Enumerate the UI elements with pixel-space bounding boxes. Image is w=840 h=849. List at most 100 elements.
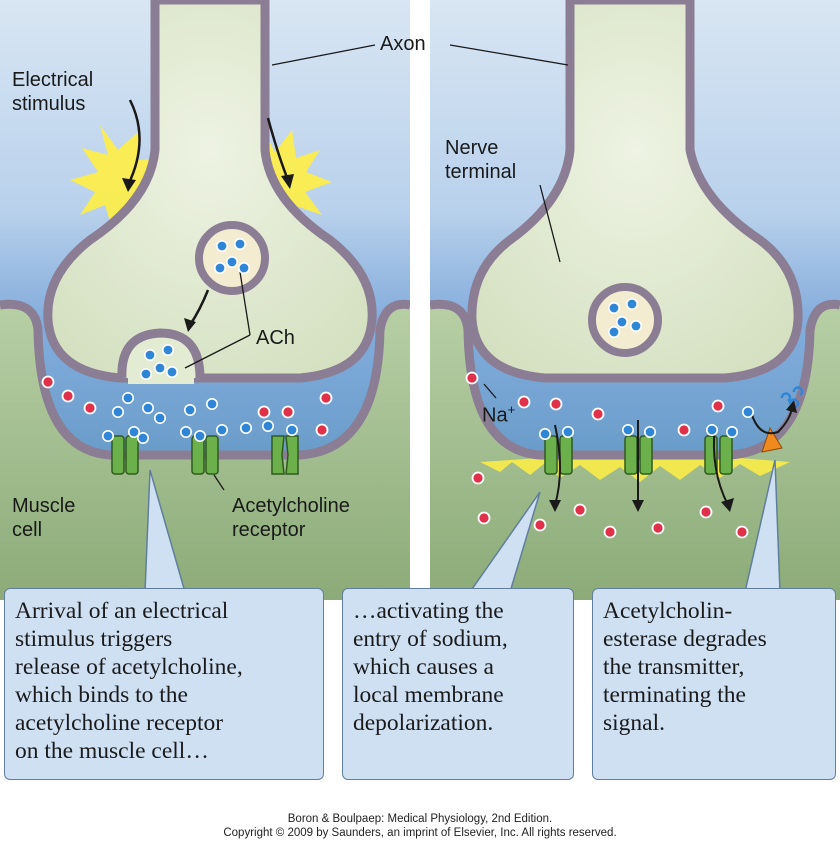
caption-1-text: Arrival of an electrical stimulus trigge… [15, 598, 243, 764]
sodium-ion [591, 407, 605, 421]
caption-2-text: …activating the entry of sodium, which c… [353, 598, 508, 736]
credit-line-1: Boron & Boulpaep: Medical Physiology, 2n… [287, 813, 553, 825]
ach-molecule [154, 411, 167, 424]
right-receptor-2 [624, 435, 653, 475]
sodium-ion [281, 405, 295, 419]
left-stimulus-burst [70, 125, 170, 228]
na-pointer [483, 383, 497, 399]
degradation-arrowhead [786, 400, 797, 413]
sodium-ion [465, 371, 479, 385]
ach-pointer-2 [184, 334, 251, 369]
ach-molecule [154, 361, 167, 374]
ach-fragment [780, 392, 792, 403]
ach-molecule [607, 325, 620, 338]
sodium-ion [61, 389, 75, 403]
ach-molecule [194, 429, 207, 442]
right-receptor-1 [544, 435, 573, 475]
terminal-pointer [539, 184, 561, 263]
caption-box-2: …activating the entry of sodium, which c… [342, 588, 574, 780]
sodium-arrowhead-2 [632, 500, 644, 512]
caption-box-1: Arrival of an electrical stimulus trigge… [4, 588, 324, 780]
sodium-ion [477, 511, 491, 525]
sodium-ion [533, 518, 547, 532]
left-panel [0, 0, 411, 600]
ach-molecule [206, 397, 219, 410]
acetylcholinesterase-enzyme [761, 426, 783, 453]
sodium-ion [735, 525, 749, 539]
sodium-ion [41, 375, 55, 389]
ach-molecule [144, 348, 157, 361]
ach-molecule [615, 315, 628, 328]
acetylcholine-receptor-label: Acetylcholine receptor [232, 495, 350, 541]
ach-molecule [122, 391, 135, 404]
sodium-ion [711, 399, 725, 413]
ach-molecule [184, 403, 197, 416]
ach-pointer-1 [239, 271, 251, 336]
sodium-ion [315, 423, 329, 437]
ach-molecule [741, 405, 754, 418]
ach-molecule [216, 423, 229, 436]
ach-molecule [240, 421, 253, 434]
ach-molecule [128, 425, 141, 438]
stimulus-arrowhead-left [122, 178, 136, 192]
left-muscle-cell [0, 304, 410, 600]
ach-fragment [788, 398, 800, 409]
vesicle-arrowhead [184, 318, 196, 332]
sodium-arrowhead-1 [549, 500, 561, 512]
ach-molecule [216, 240, 229, 253]
ach-molecule [112, 405, 125, 418]
ach-fragment [792, 386, 804, 397]
ach-molecule [538, 427, 551, 440]
sodium-ion [651, 521, 665, 535]
ach-molecule [629, 319, 642, 332]
stimulus-arrowhead-right [281, 174, 294, 189]
sodium-ion [603, 525, 617, 539]
sodium-ion [699, 505, 713, 519]
ach-molecule [180, 425, 193, 438]
sodium-ion [83, 401, 97, 415]
molecules [41, 238, 804, 539]
sodium-ion [573, 503, 587, 517]
sodium-symbol: Na [482, 404, 508, 427]
ach-molecule [140, 367, 153, 380]
axon-pointer-right [449, 44, 569, 66]
sodium-ion [549, 397, 563, 411]
ach-molecule [166, 365, 179, 378]
ach-molecule [102, 429, 115, 442]
right-nerve-terminal [467, 0, 803, 383]
ach-molecule [142, 401, 155, 414]
ach-molecule [625, 297, 638, 310]
panel-divider [410, 0, 430, 600]
ach-molecule [238, 261, 251, 274]
ach-molecule [621, 423, 634, 436]
sodium-ion [517, 395, 531, 409]
right-muscle-cell [430, 304, 840, 600]
ach-molecule [226, 255, 239, 268]
left-receptor-2 [191, 435, 219, 475]
ach-molecule [607, 301, 620, 314]
axon-label: Axon [380, 33, 426, 55]
degradation-arrow [751, 407, 793, 435]
left-nerve-terminal [43, 0, 377, 383]
stimulus-arrow-left [126, 99, 141, 186]
sodium-arrow-1 [554, 424, 561, 506]
ach-molecule [285, 423, 298, 436]
ach-molecule [234, 238, 247, 251]
ach-molecule [261, 419, 274, 432]
receptor-pointer [213, 474, 225, 491]
sodium-label: Na+ [482, 398, 515, 428]
sodium-ion [471, 471, 485, 485]
sodium-ion [257, 405, 271, 419]
sodium-charge: + [507, 402, 516, 417]
sodium-ion [319, 391, 333, 405]
axon-pointer-left [271, 44, 376, 66]
ach-molecule [643, 425, 656, 438]
ach-molecule [214, 261, 227, 274]
caption-box-3: Acetylcholin- esterase degrades the tran… [592, 588, 836, 780]
sodium-arrowhead-3 [721, 498, 734, 512]
ach-molecule [705, 423, 718, 436]
nerve-terminal-label: Nerve terminal [445, 137, 517, 183]
electrical-stimulus-label: Electrical stimulus [12, 69, 94, 115]
